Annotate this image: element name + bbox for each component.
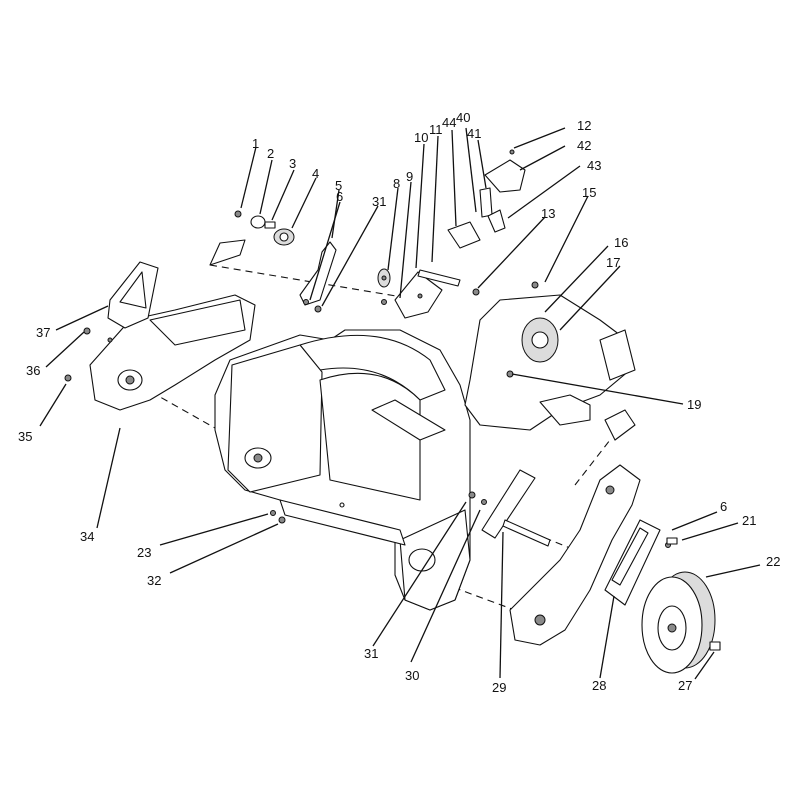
nut-6 — [303, 299, 309, 305]
panel-slot — [611, 527, 649, 586]
shaft-11 — [417, 269, 461, 287]
callout-30: 30 — [405, 668, 420, 683]
nut-31 — [314, 305, 322, 313]
callout-42: 42 — [577, 138, 592, 153]
spacer-3 — [264, 221, 276, 229]
cap-27 — [709, 641, 721, 651]
wheel-22 — [641, 571, 716, 674]
callout-31-upper: 31 — [372, 194, 387, 209]
leader-lines — [39, 127, 761, 680]
belt-centerline — [574, 439, 611, 486]
screw-12 — [509, 149, 515, 155]
bracket-cutout — [119, 271, 147, 309]
callout-15: 15 — [582, 185, 597, 200]
callout-11: 11 — [429, 122, 443, 137]
callout-28: 28 — [592, 678, 607, 693]
plate-hole — [417, 293, 423, 299]
callout-22: 22 — [766, 554, 781, 569]
callout-9: 9 — [406, 169, 414, 184]
callout-29: 29 — [492, 680, 507, 695]
callout-17: 17 — [606, 255, 621, 270]
callout-27: 27 — [678, 678, 693, 693]
callout-13: 13 — [541, 206, 556, 221]
bar-29 — [481, 469, 536, 539]
callout-6-lower: 6 — [720, 499, 728, 514]
callout-16: 16 — [614, 235, 629, 250]
nut-13 — [472, 288, 480, 296]
washer-23 — [270, 510, 276, 516]
callout-23: 23 — [137, 545, 152, 560]
belt-cover — [509, 464, 641, 646]
screw-36 — [83, 327, 91, 335]
callout-5: 5 — [335, 178, 343, 193]
rod-30 — [502, 519, 551, 547]
callout-37: 37 — [36, 325, 51, 340]
bolt-1 — [234, 210, 242, 218]
callout-44: 44 — [442, 115, 457, 130]
pin — [209, 239, 246, 266]
callout-31-lower: 31 — [364, 646, 379, 661]
callout-41: 41 — [467, 126, 482, 141]
switch-42 — [484, 159, 526, 193]
callout-3: 3 — [289, 156, 297, 171]
connector-43 — [487, 209, 506, 233]
washer-30 — [481, 499, 487, 505]
auger-housing — [214, 329, 471, 611]
callout-21: 21 — [742, 513, 757, 528]
tube-41 — [479, 187, 493, 218]
clip-44 — [447, 221, 481, 249]
washer-2 — [250, 215, 266, 229]
nut-31-lower — [468, 491, 476, 499]
callout-4: 4 — [312, 166, 320, 181]
bearing-bore — [279, 232, 289, 242]
bolt-21 — [666, 537, 678, 545]
callout-1: 1 — [252, 136, 260, 151]
callout-34: 34 — [80, 529, 95, 544]
callout-8: 8 — [393, 176, 401, 191]
motor-assembly — [464, 281, 636, 431]
bolt-gear — [381, 299, 387, 305]
callout-32: 32 — [147, 573, 162, 588]
callout-10: 10 — [414, 130, 429, 145]
callout-43: 43 — [587, 158, 602, 173]
callout-19: 19 — [687, 397, 702, 412]
nut-32 — [278, 516, 286, 524]
screw-35 — [64, 374, 72, 382]
gear-8 — [377, 268, 391, 288]
callout-2: 2 — [267, 146, 275, 161]
callout-36: 36 — [26, 363, 41, 378]
callout-6-upper: 6 — [336, 189, 344, 204]
callout-35: 35 — [18, 429, 33, 444]
callout-40: 40 — [456, 110, 471, 125]
pulley-plate — [604, 409, 636, 441]
callout-12: 12 — [577, 118, 592, 133]
